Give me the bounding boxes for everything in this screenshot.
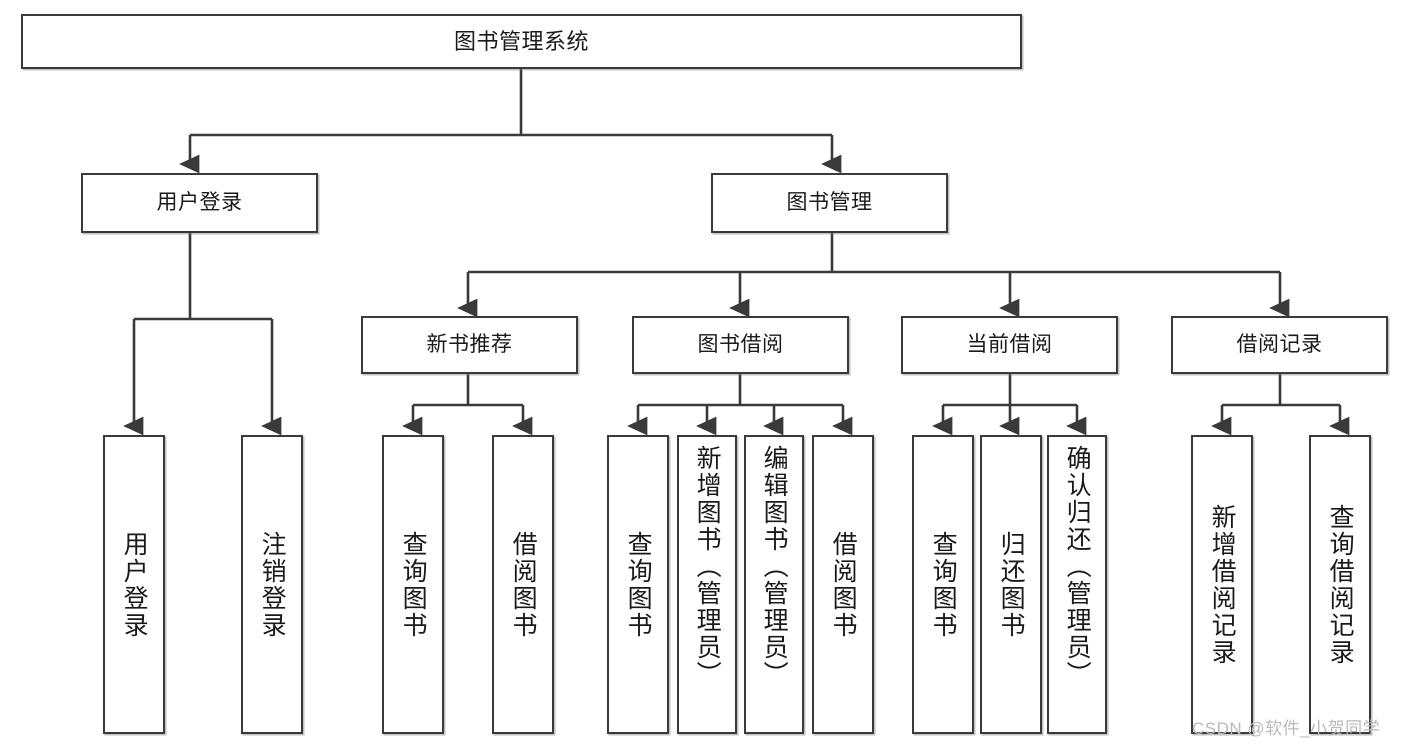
node-label: 注销登录 xyxy=(258,530,287,639)
node-label: 新增图书（管理员） xyxy=(693,445,722,688)
node-label: 借阅记录 xyxy=(1236,332,1323,356)
node-label: 图书管理系统 xyxy=(453,28,589,54)
node-label: 图书借阅 xyxy=(697,332,784,356)
leaf-borrow-add-book-admin[interactable]: 新增图书（管理员） xyxy=(677,435,737,734)
node-label: 图书管理 xyxy=(786,190,873,214)
leaf-record-add[interactable]: 新增借阅记录 xyxy=(1191,435,1253,734)
node-current-borrow[interactable]: 当前借阅 xyxy=(901,316,1118,374)
node-label: 确认归还（管理员） xyxy=(1063,445,1092,688)
leaf-current-return-book[interactable]: 归还图书 xyxy=(980,435,1042,734)
node-label: 查询图书 xyxy=(624,530,653,639)
leaf-borrow-do-borrow[interactable]: 借阅图书 xyxy=(812,435,874,734)
leaf-current-confirm-return-admin[interactable]: 确认归还（管理员） xyxy=(1047,435,1107,734)
watermark-text: CSDN @软件_小贺同学 xyxy=(1192,719,1381,738)
node-label: 用户登录 xyxy=(120,530,149,639)
node-label: 查询图书 xyxy=(929,530,958,639)
leaf-borrow-edit-book-admin[interactable]: 编辑图书（管理员） xyxy=(744,435,804,734)
node-borrow-record[interactable]: 借阅记录 xyxy=(1171,316,1388,374)
node-label: 新增借阅记录 xyxy=(1208,503,1237,666)
leaf-user-logout[interactable]: 注销登录 xyxy=(241,435,303,734)
leaf-current-query-book[interactable]: 查询图书 xyxy=(912,435,974,734)
leaf-borrow-query-book[interactable]: 查询图书 xyxy=(607,435,669,734)
node-new-book-rec[interactable]: 新书推荐 xyxy=(361,316,578,374)
node-book-manage[interactable]: 图书管理 xyxy=(711,173,948,233)
node-label: 查询借阅记录 xyxy=(1326,503,1355,666)
node-label: 当前借阅 xyxy=(966,332,1053,356)
node-label: 归还图书 xyxy=(997,530,1026,639)
node-label: 新书推荐 xyxy=(426,332,513,356)
node-label: 用户登录 xyxy=(156,190,243,214)
leaf-recommend-borrow-book[interactable]: 借阅图书 xyxy=(492,435,554,734)
node-user-login[interactable]: 用户登录 xyxy=(81,173,318,233)
node-label: 借阅图书 xyxy=(829,530,858,639)
node-label: 借阅图书 xyxy=(509,530,538,639)
leaf-recommend-query-book[interactable]: 查询图书 xyxy=(382,435,444,734)
leaf-record-query[interactable]: 查询借阅记录 xyxy=(1309,435,1371,734)
node-label: 编辑图书（管理员） xyxy=(760,445,789,688)
node-label: 查询图书 xyxy=(399,530,428,639)
node-book-borrow[interactable]: 图书借阅 xyxy=(632,316,849,374)
node-root-system[interactable]: 图书管理系统 xyxy=(21,14,1022,69)
leaf-user-login[interactable]: 用户登录 xyxy=(103,435,165,734)
